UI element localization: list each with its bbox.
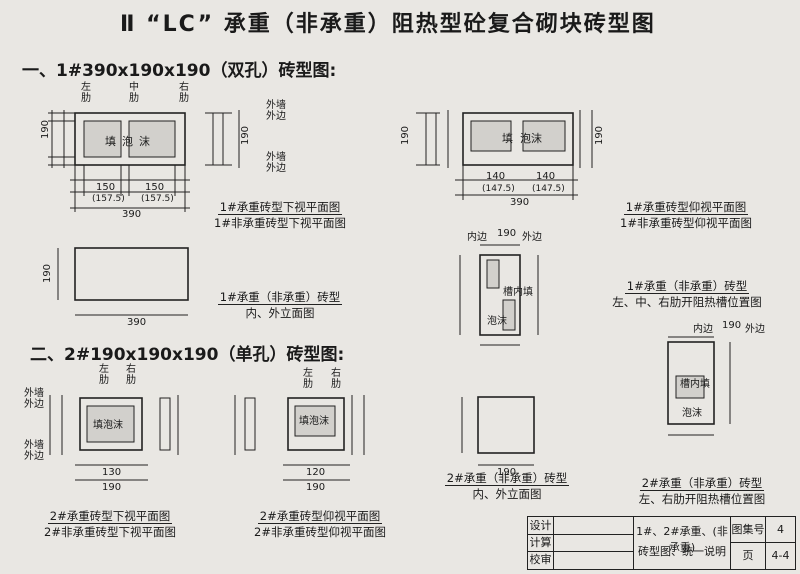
dim-157p-b: (157.5) bbox=[141, 194, 174, 204]
groove-fill-label-2: 槽内填 bbox=[680, 379, 710, 390]
s2-dim-190: 190 bbox=[102, 482, 122, 493]
s1-groove-caption-2: 左、中、右肋开阻热槽位置图 bbox=[612, 295, 762, 309]
dim-190-d: 190 bbox=[594, 125, 606, 146]
section1-heading: 一、1#390x190x190（双孔）砖型图: bbox=[22, 61, 337, 81]
dim-190-b: 190 bbox=[240, 125, 252, 146]
s1-plan-bottom-caption: 1#承重砖型下视平面图 1#非承重砖型下视平面图 bbox=[200, 199, 360, 231]
s1-elev-caption: 1#承重（非承重）砖型 内、外立面图 bbox=[200, 289, 360, 321]
rib-right-label: 右肋 bbox=[179, 82, 189, 104]
dim-150-a: 150 bbox=[96, 182, 116, 193]
s1-elev-caption-1: 1#承重（非承重）砖型 bbox=[217, 290, 343, 305]
s2-rib-right-2: 右肋 bbox=[331, 368, 341, 390]
dim-147p-b: (147.5) bbox=[532, 184, 565, 194]
s1-plan-top-caption: 1#承重砖型仰视平面图 1#非承重砖型仰视平面图 bbox=[606, 199, 766, 231]
dim-147p-a: (147.5) bbox=[482, 184, 515, 194]
page-no: 4-4 bbox=[771, 549, 790, 562]
atlas-label: 图集号 bbox=[730, 517, 766, 543]
dim-190-a: 190 bbox=[40, 119, 52, 140]
s2-elev-caption-1: 2#承重（非承重）砖型 bbox=[444, 471, 570, 486]
fill-a-label: 填 bbox=[502, 132, 513, 145]
outer-wall-edge-label: 外墙外边 bbox=[266, 100, 286, 122]
s2-fill-foam-2: 填泡沫 bbox=[299, 416, 329, 427]
dim-140-a: 140 bbox=[486, 171, 506, 182]
sheet-title-2: 砖型图、统一说明 bbox=[638, 545, 726, 558]
title-block: 设计 计算 校审 1#、2#承重、(非承重) 砖型图、统一说明 图集号 4 页 … bbox=[527, 516, 796, 570]
foam-label-2: 泡沫 bbox=[682, 408, 702, 419]
s1-groove-caption: 1#承重（非承重）砖型 左、中、右肋开阻热槽位置图 bbox=[592, 278, 782, 310]
s1-plan-bottom-caption-2: 1#非承重砖型下视平面图 bbox=[214, 216, 346, 230]
dim-140-b: 140 bbox=[536, 171, 556, 182]
s2-dim-190-c: 190 bbox=[497, 467, 517, 478]
check-label: 校审 bbox=[528, 552, 554, 569]
dim-390-b: 390 bbox=[510, 197, 530, 208]
dim-190-f: 190 bbox=[497, 228, 517, 239]
s2-dim-130: 130 bbox=[102, 467, 122, 478]
sheet-title-1: 1#、2#承重、(非承重) bbox=[636, 525, 728, 554]
s2-rib-right: 右肋 bbox=[126, 364, 136, 386]
page-label: 页 bbox=[730, 543, 766, 569]
check-signature bbox=[554, 552, 634, 569]
fill-foam-label: 填泡沫 bbox=[105, 135, 156, 148]
groove-fill-label: 槽内填 bbox=[503, 287, 533, 298]
s2-outer-wall-edge-2: 外墙外边 bbox=[24, 440, 44, 462]
dim-390-a: 390 bbox=[122, 209, 142, 220]
dim-390-c: 390 bbox=[127, 317, 147, 328]
s2-elev-caption: 2#承重（非承重）砖型 内、外立面图 bbox=[432, 470, 582, 502]
rib-mid-label: 中肋 bbox=[129, 82, 139, 104]
s2-groove-caption: 2#承重（非承重）砖型 左、右肋开阻热槽位置图 bbox=[612, 475, 792, 507]
s2-plan-bottom-caption: 2#承重砖型下视平面图 2#非承重砖型下视平面图 bbox=[40, 508, 180, 540]
design-signature bbox=[554, 517, 634, 535]
s2-rib-left-2: 左肋 bbox=[303, 368, 313, 390]
s2-plan-top-caption: 2#承重砖型仰视平面图 2#非承重砖型仰视平面图 bbox=[240, 508, 400, 540]
inner-edge-label-2: 内边 bbox=[693, 324, 713, 335]
s2-outer-wall-edge: 外墙外边 bbox=[24, 388, 44, 410]
rib-left-label: 左肋 bbox=[81, 82, 91, 104]
s2-plan-top-caption-2: 2#非承重砖型仰视平面图 bbox=[254, 525, 386, 539]
dim-190-c: 190 bbox=[400, 125, 412, 146]
s2-groove-caption-2: 左、右肋开阻热槽位置图 bbox=[638, 492, 766, 506]
s2-elev-caption-2: 内、外立面图 bbox=[472, 487, 542, 501]
s2-plan-bottom-caption-2: 2#非承重砖型下视平面图 bbox=[44, 525, 176, 539]
fill-b-label: 泡沫 bbox=[520, 132, 542, 145]
s1-plan-top-caption-1: 1#承重砖型仰视平面图 bbox=[623, 200, 749, 215]
dim-157p-a: (157.5) bbox=[92, 194, 125, 204]
s2-rib-left: 左肋 bbox=[99, 364, 109, 386]
outer-wall-edge-label-2: 外墙外边 bbox=[266, 152, 286, 174]
s2-plan-top-caption-1: 2#承重砖型仰视平面图 bbox=[257, 509, 383, 524]
s2-groove-caption-1: 2#承重（非承重）砖型 bbox=[639, 476, 765, 491]
s2-dim-120: 120 bbox=[306, 467, 326, 478]
outer-edge-label: 外边 bbox=[522, 232, 542, 243]
drawing-title: Ⅱ “LC” 承重（非承重）阻热型砼复合砌块砖型图 bbox=[120, 12, 656, 37]
s1-elev-caption-2: 内、外立面图 bbox=[245, 306, 315, 320]
foam-label: 泡沫 bbox=[487, 316, 507, 327]
s1-plan-top-caption-2: 1#非承重砖型仰视平面图 bbox=[620, 216, 752, 230]
section2-heading: 二、2#190x190x190（单孔）砖型图: bbox=[30, 345, 345, 365]
s2-fill-foam: 填泡沫 bbox=[93, 420, 123, 431]
outer-edge-label-2: 外边 bbox=[745, 324, 765, 335]
calc-signature bbox=[554, 535, 634, 552]
dim-190-e: 190 bbox=[42, 263, 54, 284]
design-label: 设计 bbox=[528, 517, 554, 535]
dim-190-g: 190 bbox=[722, 320, 742, 331]
s1-groove-caption-1: 1#承重（非承重）砖型 bbox=[624, 279, 750, 294]
inner-edge-label: 内边 bbox=[467, 232, 487, 243]
calc-label: 计算 bbox=[528, 535, 554, 552]
s1-plan-bottom-caption-1: 1#承重砖型下视平面图 bbox=[217, 200, 343, 215]
dim-150-b: 150 bbox=[145, 182, 165, 193]
s2-dim-190-b: 190 bbox=[306, 482, 326, 493]
s2-plan-bottom-caption-1: 2#承重砖型下视平面图 bbox=[47, 509, 173, 524]
atlas-no: 4 bbox=[766, 517, 795, 543]
